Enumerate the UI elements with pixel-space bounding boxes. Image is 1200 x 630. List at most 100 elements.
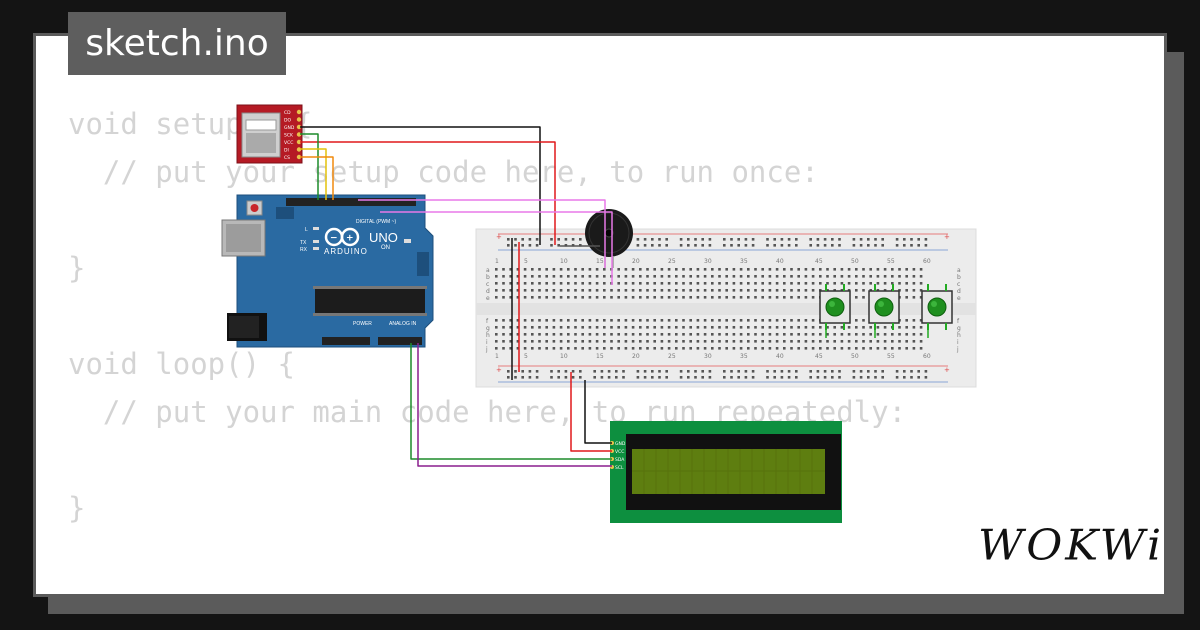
breadboard-hole	[567, 347, 570, 350]
breadboard-hole	[826, 333, 829, 336]
breadboard-hole	[516, 268, 520, 271]
sd-card-module[interactable]: CD DO GND SCK VCC DI CS	[236, 104, 303, 164]
breadboard-hole	[768, 347, 772, 350]
breadboard-hole	[516, 275, 520, 278]
breadboard-hole	[723, 238, 726, 241]
breadboard-hole	[761, 296, 764, 299]
push-button[interactable]	[819, 284, 851, 330]
wokwi-logo[interactable]: WOKWi	[978, 521, 1164, 569]
file-tab[interactable]: sketch.ino	[68, 12, 286, 75]
bb-col-label: 10	[560, 258, 568, 265]
breadboard-hole	[516, 296, 520, 299]
breadboard-hole	[639, 282, 642, 285]
breadboard-hole	[689, 268, 692, 271]
breadboard-hole	[550, 370, 553, 373]
breadboard-hole	[701, 238, 704, 241]
breadboard-hole	[516, 289, 520, 292]
arduino-tx-label: TX	[300, 240, 307, 246]
breadboard-hole	[905, 319, 908, 322]
breadboard-hole	[552, 289, 556, 292]
bb-row-label: j	[485, 346, 488, 353]
breadboard-hole	[775, 268, 779, 271]
breadboard-hole	[545, 282, 548, 285]
breadboard-hole	[588, 347, 592, 350]
breadboard-hole	[523, 326, 527, 329]
breadboard-hole	[696, 282, 700, 285]
breadboard-hole	[768, 275, 772, 278]
bb-row-label: h	[486, 332, 490, 339]
breadboard-hole	[653, 333, 656, 336]
breadboard-hole	[550, 244, 553, 247]
breadboard-hole	[595, 268, 599, 271]
breadboard-hole	[874, 238, 877, 241]
breadboard-hole	[574, 296, 577, 299]
breadboard-hole	[538, 333, 541, 336]
breadboard-hole	[775, 347, 779, 350]
breadboard-hole	[658, 370, 661, 373]
breadboard-hole	[718, 347, 721, 350]
breadboard-hole	[912, 296, 916, 299]
breadboard-hole	[730, 376, 733, 379]
breadboard-hole	[747, 319, 750, 322]
breadboard-hole	[768, 319, 772, 322]
breadboard-hole	[660, 289, 664, 292]
breadboard-hole	[761, 319, 764, 322]
breadboard-hole	[660, 340, 664, 343]
bb-col-label: 1	[495, 353, 499, 360]
code-line: void loop() {	[68, 347, 295, 381]
breadboard-hole	[910, 244, 913, 247]
breadboard-hole	[903, 238, 906, 241]
breadboard-hole	[711, 333, 714, 336]
breadboard-hole	[660, 333, 664, 336]
breadboard-hole	[538, 347, 541, 350]
breadboard-hole	[912, 268, 916, 271]
arduino-uno[interactable]: − + UNO ARDUINO ON DIGITAL (PWM ~) POWER…	[221, 194, 434, 348]
breadboard-hole	[528, 238, 532, 241]
breadboard-hole	[747, 289, 750, 292]
breadboard[interactable]: 1 5 10 15 20 25 30 35 40 45 50 55 60 1 5…	[475, 228, 977, 388]
breadboard-hole	[581, 282, 584, 285]
breadboard-hole	[919, 268, 923, 271]
breadboard-hole	[747, 275, 750, 278]
breadboard-hole	[593, 376, 596, 379]
breadboard-hole	[624, 340, 628, 343]
breadboard-hole	[682, 333, 685, 336]
lcd-display[interactable]: GND VCC SDA SCL	[610, 421, 842, 523]
breadboard-hole	[855, 340, 858, 343]
breadboard-hole	[607, 370, 611, 373]
breadboard-hole	[816, 376, 820, 379]
sd-pin-label: VCC	[284, 140, 293, 146]
breadboard-hole	[783, 282, 786, 285]
breadboard-hole	[869, 268, 872, 271]
bb-col-label: 10	[560, 353, 568, 360]
breadboard-hole	[538, 326, 541, 329]
breadboard-hole	[607, 376, 611, 379]
breadboard-hole	[783, 326, 786, 329]
breadboard-hole	[754, 282, 757, 285]
push-button[interactable]	[868, 284, 900, 330]
breadboard-hole	[595, 289, 599, 292]
push-button[interactable]	[921, 284, 953, 330]
breadboard-hole	[761, 340, 764, 343]
breadboard-hole	[571, 376, 575, 379]
breadboard-hole	[615, 370, 618, 373]
breadboard-hole	[617, 289, 620, 292]
breadboard-hole	[559, 282, 563, 285]
breadboard-hole	[696, 296, 700, 299]
breadboard-hole	[823, 244, 827, 247]
breadboard-hole	[744, 376, 748, 379]
breadboard-hole	[768, 333, 772, 336]
breadboard-hole	[653, 326, 656, 329]
bb-col-label: 50	[851, 353, 859, 360]
breadboard-hole	[840, 275, 844, 278]
breadboard-hole	[811, 296, 815, 299]
breadboard-hole	[708, 238, 712, 241]
breadboard-hole	[646, 289, 649, 292]
bb-row-label: a	[486, 267, 490, 274]
breadboard-hole	[552, 275, 556, 278]
bb-row-label: c	[957, 281, 960, 288]
sd-pin-label: SCK	[284, 133, 294, 139]
breadboard-hole	[581, 340, 584, 343]
breadboard-hole	[550, 238, 553, 241]
breadboard-hole	[732, 275, 736, 278]
